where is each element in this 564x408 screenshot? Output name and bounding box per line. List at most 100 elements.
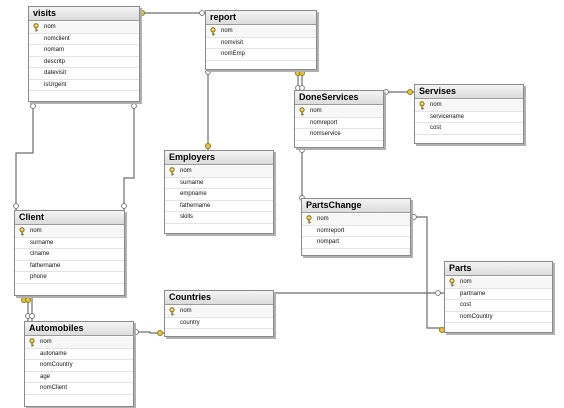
- field-row[interactable]: nom: [15, 226, 124, 238]
- field-row[interactable]: skills: [165, 212, 273, 224]
- field-row[interactable]: descritp: [29, 57, 139, 68]
- field-row[interactable]: nompart: [302, 237, 410, 249]
- field-list: nom nomreport nompart: [302, 213, 410, 249]
- field-row[interactable]: nomclient: [29, 34, 139, 45]
- key-icon: [168, 167, 176, 176]
- field-row[interactable]: nom: [165, 306, 273, 318]
- field-name: nom: [44, 24, 56, 30]
- field-list: nom nomclient nomam descritp datevisit i…: [29, 21, 139, 91]
- field-name: skills: [180, 214, 193, 220]
- field-row[interactable]: fathername: [165, 201, 273, 212]
- field-row[interactable]: nomreport: [295, 118, 383, 129]
- link-visits-client-b: [123, 102, 135, 210]
- field-name: country: [180, 319, 200, 326]
- field-row[interactable]: nomservice: [295, 129, 383, 141]
- field-name: clname: [30, 251, 50, 257]
- field-row[interactable]: nom: [445, 277, 552, 289]
- field-row[interactable]: nom: [25, 337, 133, 349]
- field-name: datevisit: [44, 70, 67, 76]
- field-list: nom autoname nomCountry age nomClient: [25, 336, 133, 395]
- field-name: surname: [180, 179, 204, 186]
- key-icon: [418, 101, 426, 110]
- field-name: nomvisit: [221, 39, 244, 46]
- field-row[interactable]: nom: [295, 106, 383, 118]
- field-row[interactable]: cost: [445, 300, 552, 312]
- field-name: nomservice: [310, 131, 341, 137]
- table-title: Parts: [445, 262, 552, 276]
- field-row[interactable]: surname: [15, 238, 124, 249]
- field-list: nom country: [165, 305, 273, 329]
- field-list: nom nomvisit nomEmp: [206, 25, 316, 61]
- table-title: Client: [15, 211, 124, 225]
- table-doneservices[interactable]: DoneServices nom nomreport nomservice: [294, 90, 384, 148]
- table-title: PartsChange: [302, 199, 410, 213]
- field-row[interactable]: clname: [15, 249, 124, 261]
- field-name: cost: [430, 125, 442, 131]
- field-row[interactable]: nom: [415, 100, 523, 112]
- link-partschange-parts: [410, 216, 444, 329]
- field-row[interactable]: fathername: [15, 261, 124, 272]
- field-row[interactable]: surname: [165, 178, 273, 189]
- table-report[interactable]: report nom nomvisit nomEmp: [205, 10, 317, 70]
- table-automobiles[interactable]: Automobiles nom autoname nomCountry age …: [24, 321, 134, 407]
- field-name: nom: [30, 228, 42, 234]
- table-client[interactable]: Client nom surname clname fathername pho…: [14, 210, 125, 296]
- field-name: cost: [460, 302, 472, 308]
- link-visits-client-a: [15, 102, 34, 210]
- table-title: Automobiles: [25, 322, 133, 336]
- link-countries-automobiles: [133, 331, 164, 334]
- field-row[interactable]: age: [25, 372, 133, 383]
- field-name: descritp: [44, 58, 66, 65]
- field-row[interactable]: nomvisit: [206, 38, 316, 49]
- field-name: partname: [460, 290, 486, 297]
- field-name: nom: [430, 102, 442, 108]
- table-employers[interactable]: Employers nom surname empname fathername…: [164, 150, 274, 234]
- field-name: fathername: [180, 202, 211, 209]
- field-list: nom surname clname fathername phone: [15, 225, 124, 284]
- table-countries[interactable]: Countries nom country: [164, 290, 274, 337]
- field-row[interactable]: phone: [15, 272, 124, 284]
- field-row[interactable]: nomEmp: [206, 49, 316, 61]
- field-list: nom surname empname fathername skills: [165, 165, 273, 224]
- field-row[interactable]: datevisit: [29, 68, 139, 80]
- table-partschange[interactable]: PartsChange nom nomreport nompart: [301, 198, 411, 256]
- field-name: nom: [310, 108, 322, 114]
- field-row[interactable]: country: [165, 318, 273, 329]
- field-name: phone: [30, 274, 47, 280]
- field-row[interactable]: empname: [165, 189, 273, 201]
- table-title: report: [206, 11, 316, 25]
- key-icon: [168, 307, 176, 316]
- table-servises[interactable]: Servises nom servicename cost: [414, 84, 524, 144]
- field-row[interactable]: nomam: [29, 45, 139, 57]
- field-name: nomCountry: [460, 313, 493, 320]
- field-name: isUrgent: [44, 81, 67, 88]
- field-name: empname: [180, 191, 207, 197]
- field-row[interactable]: nomCountry: [445, 312, 552, 323]
- field-row[interactable]: nomreport: [302, 226, 410, 237]
- field-row[interactable]: nomCountry: [25, 360, 133, 372]
- field-row[interactable]: cost: [415, 123, 523, 135]
- field-row[interactable]: autoname: [25, 349, 133, 360]
- table-title: Countries: [165, 291, 273, 305]
- field-row[interactable]: nom: [302, 214, 410, 226]
- table-title: DoneServices: [295, 91, 383, 105]
- field-row[interactable]: nomClient: [25, 383, 133, 395]
- table-title: Servises: [415, 85, 523, 99]
- field-row[interactable]: nom: [29, 22, 139, 34]
- key-icon: [32, 23, 40, 32]
- field-name: nom: [40, 339, 52, 345]
- field-name: nom: [180, 308, 192, 314]
- field-name: autoname: [40, 350, 67, 357]
- field-row[interactable]: nom: [165, 166, 273, 178]
- field-name: servicename: [430, 113, 465, 120]
- field-name: nom: [221, 28, 233, 34]
- table-parts[interactable]: Parts nom partname cost nomCountry: [444, 261, 553, 333]
- field-row[interactable]: isUrgent: [29, 80, 139, 91]
- table-visits[interactable]: visits nom nomclient nomam descritp date…: [28, 6, 140, 102]
- field-row[interactable]: servicename: [415, 112, 523, 123]
- field-row[interactable]: nom: [206, 26, 316, 38]
- field-row[interactable]: partname: [445, 289, 552, 300]
- field-name: nomClient: [40, 385, 68, 391]
- key-icon: [18, 227, 26, 236]
- field-name: fathername: [30, 262, 61, 269]
